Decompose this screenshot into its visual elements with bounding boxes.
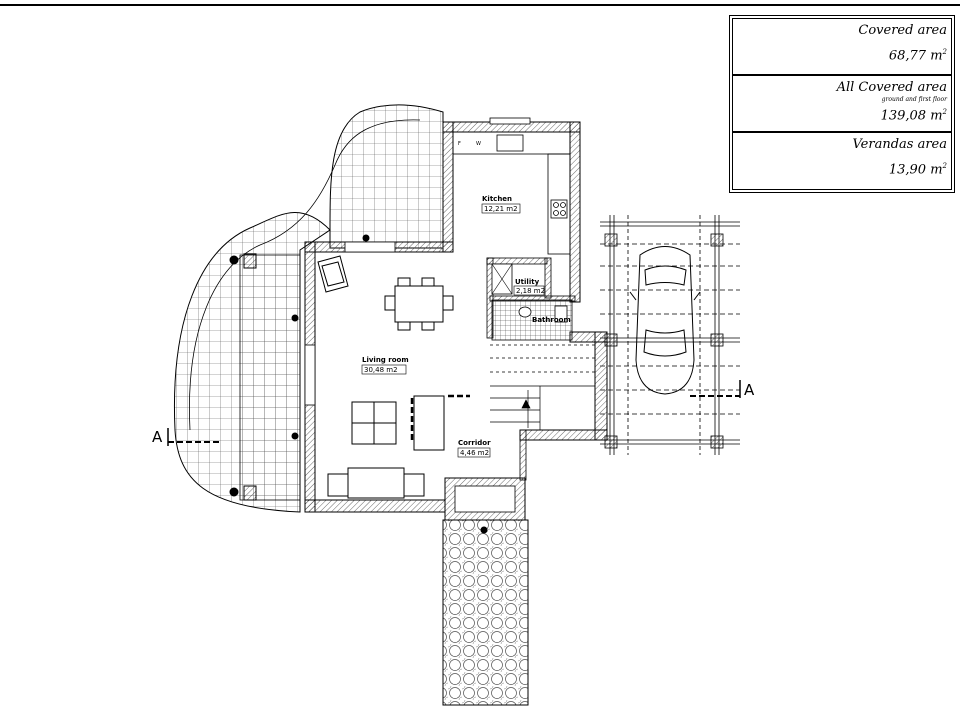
- fridge-label: F: [458, 141, 461, 147]
- veranda-terrace: [173, 104, 444, 513]
- all-covered-area-value: 139,08 m2: [880, 108, 947, 124]
- room-area-utility: 2,18 m2: [516, 287, 545, 295]
- room-name-corridor: Corridor: [458, 439, 491, 447]
- section-label-right: A: [744, 381, 755, 399]
- room-name-kitchen: Kitchen: [482, 195, 512, 203]
- top-border-line: [0, 4, 960, 6]
- washer-label: W: [476, 141, 481, 147]
- section-marker-left: A: [152, 428, 220, 446]
- interior-walls: [486, 257, 576, 481]
- covered-area-label: Covered area: [858, 23, 947, 38]
- staircase: [490, 344, 595, 430]
- armchair: [317, 255, 349, 293]
- sink-icon: [554, 305, 568, 323]
- windows: [304, 117, 531, 406]
- verandas-area-value: 13,90 m2: [888, 162, 947, 178]
- section-label-left: A: [152, 428, 163, 446]
- all-covered-area-sub: ground and first floor: [881, 96, 947, 103]
- toilet-icon: [518, 306, 532, 318]
- all-covered-area-row: All Covered area ground and first floor …: [733, 76, 951, 133]
- all-covered-area-label: All Covered area: [836, 80, 947, 95]
- car-outline: [629, 246, 701, 395]
- carport-pergola: [600, 215, 740, 455]
- sofa-set: [327, 395, 445, 499]
- area-info-box: Covered area 68,77 m2 All Covered area g…: [729, 15, 955, 193]
- room-area-living: 30,48 m2: [364, 366, 398, 374]
- covered-area-row: Covered area 68,77 m2: [733, 19, 951, 76]
- dining-table: [384, 277, 454, 331]
- verandas-area-label: Verandas area: [852, 137, 947, 152]
- room-area-corridor: 4,46 m2: [460, 449, 489, 457]
- room-name-utility: Utility: [515, 278, 540, 286]
- covered-area-value: 68,77 m2: [888, 48, 947, 64]
- section-marker-right: A: [690, 380, 755, 399]
- section-line-interior: [410, 394, 470, 442]
- verandas-area-row: Verandas area 13,90 m2: [733, 133, 951, 187]
- room-name-living: Living room: [362, 356, 409, 364]
- room-name-bathroom: Bathroom: [532, 316, 571, 324]
- terrace-columns: [229, 234, 488, 534]
- room-area-kitchen: 12,21 m2: [484, 205, 518, 213]
- kitchen-counters: [452, 131, 571, 255]
- cobblestone-path: [442, 519, 529, 706]
